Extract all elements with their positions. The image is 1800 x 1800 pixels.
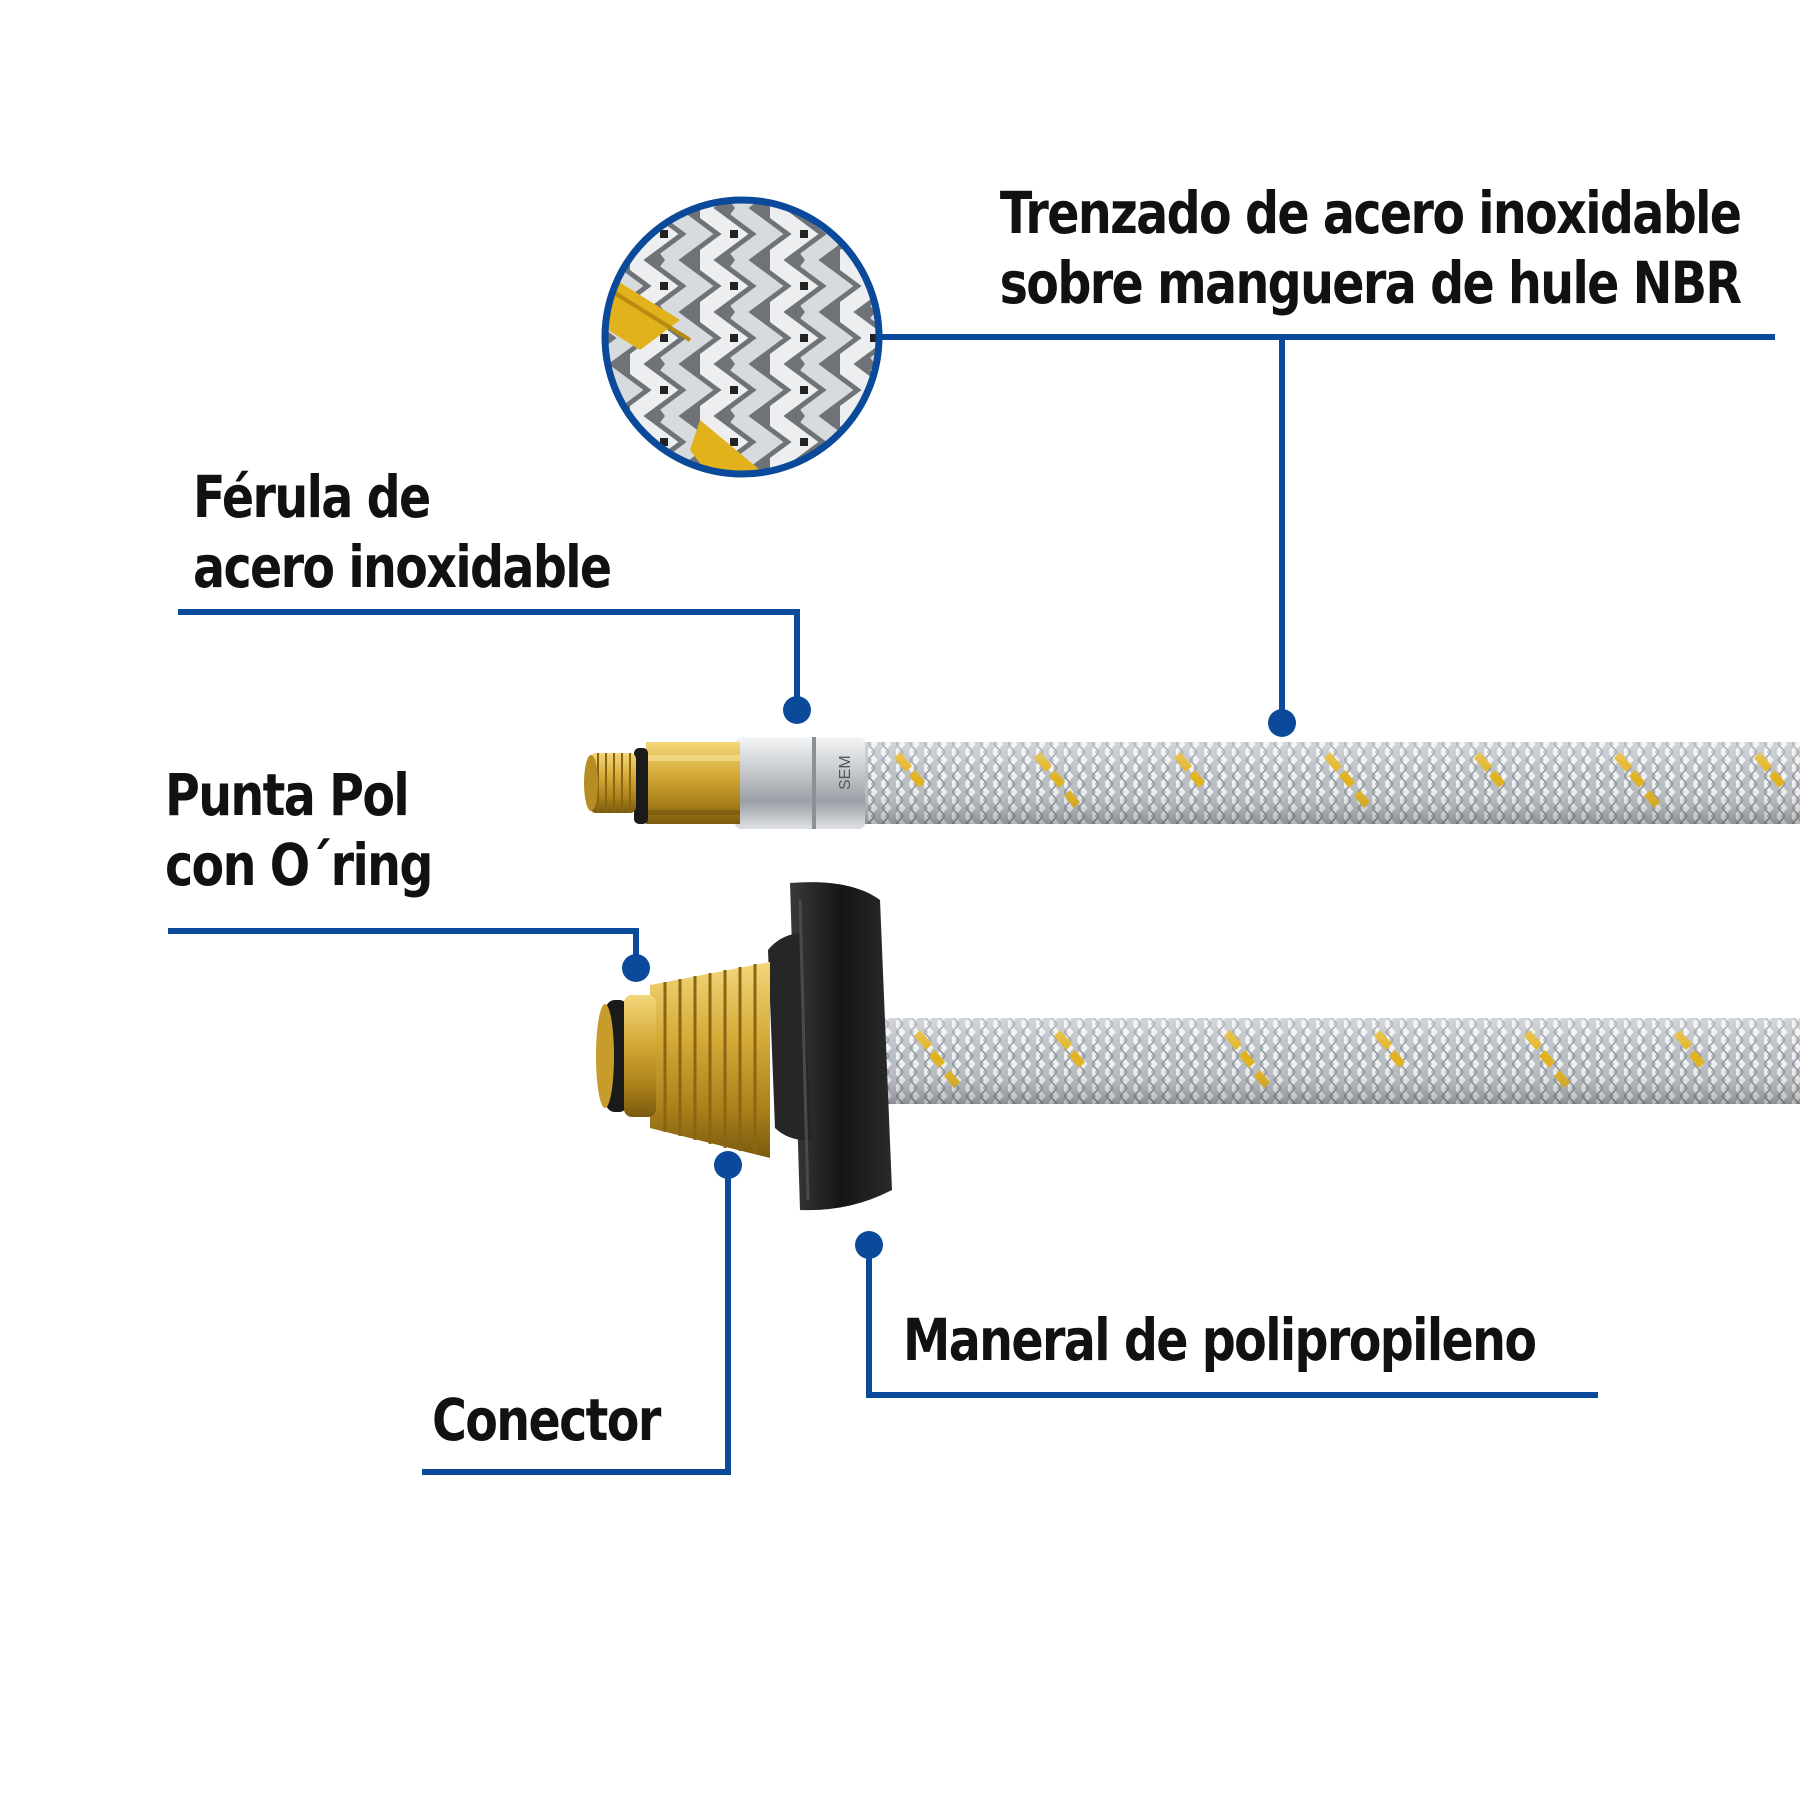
label-ferula-line1: Férula de <box>193 463 431 531</box>
ferrule: SEM <box>735 737 865 829</box>
label-trenzado-line1: Trenzado de acero inoxidable <box>999 179 1741 247</box>
callout-dot-punta <box>622 954 650 982</box>
callout-line-trenzado <box>879 334 1775 723</box>
callout-line-maneral <box>866 1247 1598 1398</box>
callout-dot-ferula <box>783 696 811 724</box>
braid-zoom-circle <box>601 196 883 478</box>
hose-marking: SEM <box>837 755 854 790</box>
upper-hose <box>862 742 1800 824</box>
callout-dot-trenzado <box>1268 709 1296 737</box>
label-trenzado-line2: sobre manguera de hule NBR <box>999 249 1741 317</box>
callout-line-ferula <box>178 609 800 705</box>
label-maneral: Maneral de polipropileno <box>903 1305 1537 1375</box>
label-maneral-line1: Maneral de polipropileno <box>903 1306 1537 1374</box>
callout-dot-maneral <box>855 1231 883 1259</box>
label-punta-line2: con O´ring <box>165 831 433 899</box>
label-punta-line1: Punta Pol <box>165 761 410 829</box>
callout-dot-conector <box>714 1151 742 1179</box>
knob <box>768 882 892 1211</box>
callout-line-conector <box>422 1165 731 1475</box>
callout-lines <box>168 334 1775 1475</box>
lower-hose <box>885 1018 1800 1104</box>
pol-connector <box>596 962 770 1158</box>
label-conector-line1: Conector <box>432 1386 661 1454</box>
label-conector: Conector <box>432 1385 661 1455</box>
callout-line-punta <box>168 928 639 965</box>
label-ferula: Férula de acero inoxidable <box>193 462 612 602</box>
label-punta: Punta Pol con O´ring <box>165 760 433 900</box>
label-trenzado: Trenzado de acero inoxidable sobre mangu… <box>999 178 1741 318</box>
callout-dots <box>622 696 1296 1259</box>
label-ferula-line2: acero inoxidable <box>193 533 612 601</box>
upper-brass-nut <box>584 742 740 824</box>
